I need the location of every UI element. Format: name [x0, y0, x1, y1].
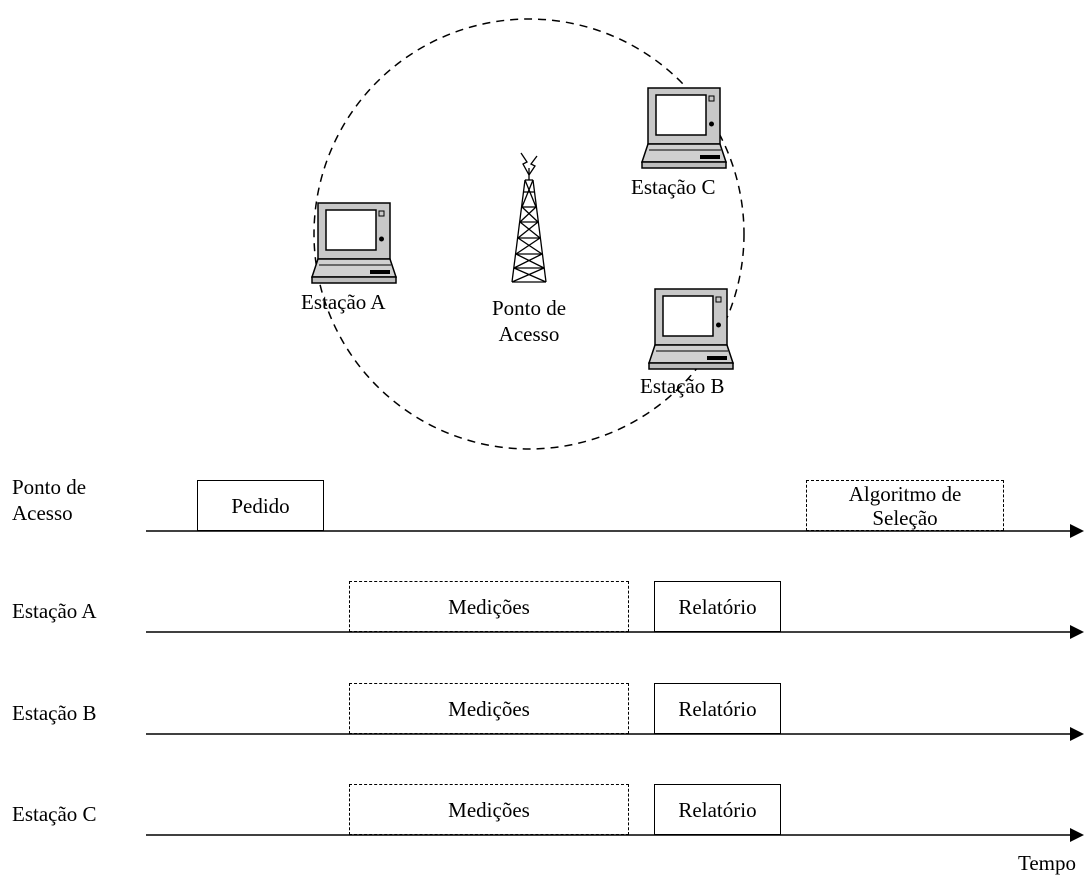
row-label-station-a: Estação A [12, 599, 97, 623]
row-label-access-point: Ponto de Acesso [12, 475, 87, 525]
medicoes-box-station-b: Medições [349, 683, 629, 734]
relatorio-box-station-c: Relatório [654, 784, 781, 835]
relatorio-box-station-b: Relatório [654, 683, 781, 734]
laptop-icon-station-b [648, 288, 734, 370]
relatorio-box-station-a: Relatório [654, 581, 781, 632]
station-a-label: Estação A [301, 290, 386, 314]
station-c-label: Estação C [631, 175, 716, 199]
row-label-station-c: Estação C [12, 802, 97, 826]
medicoes-box-station-c: Medições [349, 784, 629, 835]
laptop-icon-station-c [641, 87, 727, 169]
coverage-area-circle [313, 18, 745, 450]
algoritmo-selecao-box: Algoritmo de Seleção [806, 480, 1004, 531]
antenna-tower-icon [511, 152, 547, 283]
time-axes [146, 524, 1084, 842]
station-b-label: Estação B [640, 374, 725, 398]
access-point-label: Ponto de Acesso [491, 296, 567, 346]
time-axis-label: Tempo [1018, 851, 1077, 875]
laptop-icon-station-a [311, 202, 397, 284]
medicoes-box-station-a: Medições [349, 581, 629, 632]
pedido-box: Pedido [197, 480, 324, 531]
row-label-station-b: Estação B [12, 701, 97, 725]
